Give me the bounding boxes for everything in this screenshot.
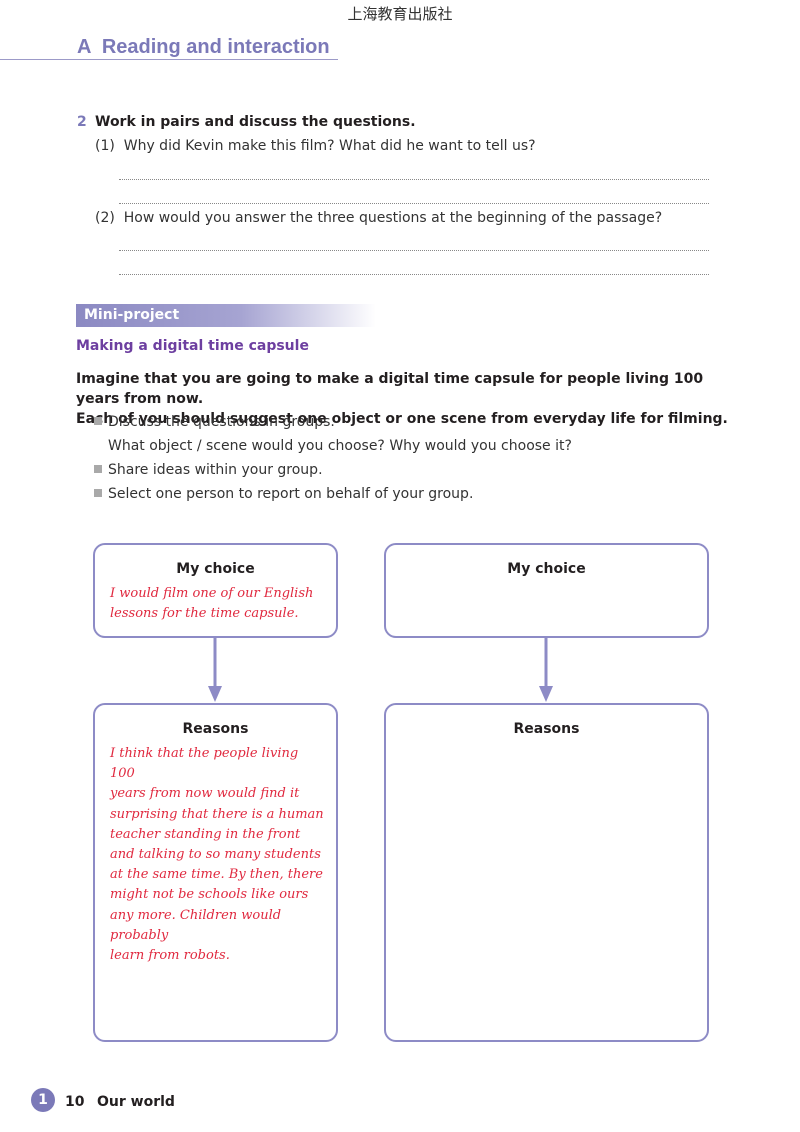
unit-title: Our world	[97, 1094, 175, 1110]
sub-question-2: (2) How would you answer the three quest…	[95, 210, 663, 226]
section-divider	[0, 59, 338, 60]
down-arrow-icon	[539, 638, 553, 702]
answer-line-text: teacher standing in the front	[110, 826, 301, 842]
bullet-continuation: What object / scene would you choose? Wh…	[108, 438, 572, 454]
bullet-square-icon	[94, 417, 102, 425]
mini-project-label: Mini-project	[84, 307, 180, 323]
instruction-line: Imagine that you are going to make a dig…	[76, 371, 704, 407]
sub-question-1: (1) Why did Kevin make this film? What d…	[95, 138, 536, 154]
bullet-text: Select one person to report on behalf of…	[108, 486, 474, 502]
handwritten-answer: I would film one of our English lessons …	[110, 584, 326, 624]
answer-line-text: I think that the people living 100	[110, 746, 299, 782]
answer-line-text: surprising that there is a human	[110, 806, 324, 822]
answer-line-text: might not be schools like ours	[110, 887, 309, 903]
right-reasons-box[interactable]: Reasons	[384, 703, 709, 1042]
answer-line[interactable]	[119, 179, 709, 180]
page-number: 10	[65, 1094, 85, 1110]
publisher-header: 上海教育出版社	[347, 5, 453, 23]
box-title: My choice	[176, 561, 255, 577]
answer-line-text: any more. Children would probably	[110, 907, 282, 943]
mini-project-banner	[76, 304, 376, 327]
answer-line[interactable]	[119, 274, 709, 275]
answer-line-text: lessons for the time capsule.	[110, 606, 299, 622]
bullet-square-icon	[94, 489, 102, 497]
answer-line-text: I would film one of our English	[110, 586, 314, 601]
answer-line[interactable]	[119, 250, 709, 251]
bullet-text: Discuss the questions in groups.	[108, 414, 335, 430]
bullet-item: Discuss the questions in groups.	[94, 414, 335, 430]
down-arrow-icon	[208, 638, 222, 702]
mini-project-instructions: Imagine that you are going to make a dig…	[76, 369, 736, 429]
box-title: My choice	[507, 561, 586, 577]
unit-badge: 1	[31, 1088, 55, 1112]
answer-line-text: learn from robots.	[110, 948, 230, 964]
box-title: Reasons	[182, 721, 249, 737]
answer-line-text: at the same time. By then, there	[110, 867, 323, 883]
right-choice-box[interactable]: My choice	[384, 543, 709, 638]
answer-line-text: years from now would find it	[110, 786, 300, 802]
handwritten-answer: I think that the people living 100 years…	[110, 744, 326, 966]
box-title: Reasons	[513, 721, 580, 737]
bullet-text: Share ideas within your group.	[108, 462, 323, 478]
question-heading: Work in pairs and discuss the questions.	[95, 114, 416, 130]
left-choice-box: My choice I would film one of our Englis…	[93, 543, 338, 638]
answer-line-text: and talking to so many students	[110, 847, 321, 863]
left-reasons-box: Reasons I think that the people living 1…	[93, 703, 338, 1042]
section-title: A Reading and interaction	[77, 36, 330, 58]
bullet-square-icon	[94, 465, 102, 473]
answer-line[interactable]	[119, 203, 709, 204]
bullet-item: Share ideas within your group.	[94, 462, 323, 478]
instruction-line: Each of you should suggest one object or…	[76, 411, 728, 427]
mini-project-subheading: Making a digital time capsule	[76, 338, 309, 354]
question-number: 2	[77, 114, 87, 130]
bullet-item: Select one person to report on behalf of…	[94, 486, 473, 502]
